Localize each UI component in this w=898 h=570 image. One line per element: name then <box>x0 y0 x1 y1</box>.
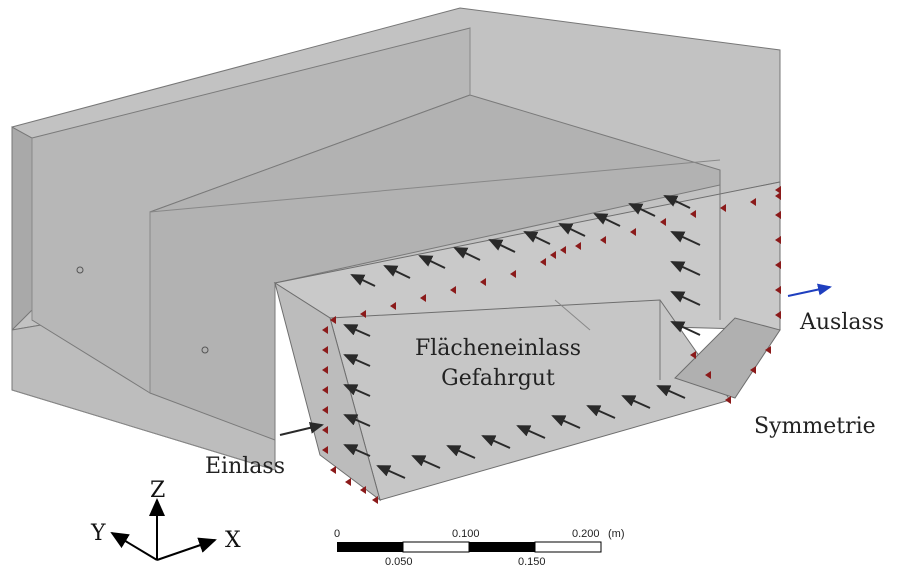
label-gefahrgut: Gefahrgut <box>441 366 555 391</box>
x-axis-arrow <box>156 537 217 561</box>
axis-label-x: X <box>225 528 241 553</box>
axis-triad <box>110 498 217 561</box>
scale-tick-0200: 0.200 <box>572 528 600 540</box>
flow-arrows <box>279 195 701 479</box>
boundary-markers <box>322 186 781 504</box>
scale-tick-0150: 0.150 <box>518 556 546 565</box>
domain-floor <box>329 299 731 501</box>
axis-label-y: Y <box>90 521 106 546</box>
scale-unit: (m) <box>608 528 625 540</box>
symmetry-wedge <box>674 317 781 399</box>
y-axis-arrow <box>110 531 158 561</box>
label-auslass: Auslass <box>800 310 885 335</box>
outlet-arrow <box>787 283 832 297</box>
scale-bar: 0 0.100 0.200 (m) 0.050 0.150 <box>334 528 625 568</box>
left-end-face <box>11 126 33 332</box>
label-flaecheneinlass: Flächeneinlass <box>414 336 582 361</box>
scale-tick-0050: 0.050 <box>385 556 413 565</box>
scale-tick-0100: 0.100 <box>452 528 480 540</box>
vehicle-body <box>11 7 781 471</box>
scale-tick-0: 0 <box>334 528 340 540</box>
compartment-wall-2 <box>149 94 721 441</box>
label-einlass: Einlass <box>205 454 285 479</box>
axis-label-z: Z <box>150 478 165 503</box>
label-symmetrie: Symmetrie <box>754 414 876 439</box>
